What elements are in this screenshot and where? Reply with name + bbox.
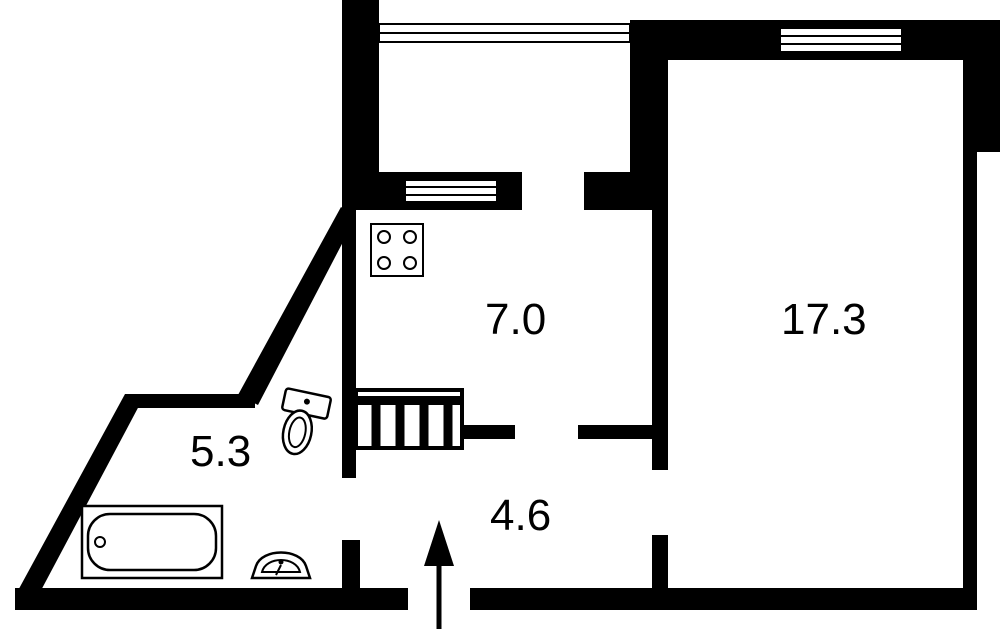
kitchen-bottom-wall-left xyxy=(460,425,515,439)
kitchen-living-partition xyxy=(652,172,668,470)
wardrobe-shelves xyxy=(354,388,464,450)
living-room-right-wall-upper xyxy=(963,20,1000,152)
room-area-living-room: 17.3 xyxy=(781,295,867,344)
sink-icon xyxy=(250,551,312,580)
stove-icon xyxy=(370,223,424,277)
bottom-wall-left xyxy=(15,588,408,610)
kitchen-left-wall xyxy=(342,200,356,478)
bathroom-diagonal-wall-upper xyxy=(238,207,356,405)
living-room-window xyxy=(779,27,903,53)
room-area-hallway: 4.6 xyxy=(490,491,551,540)
windows xyxy=(378,23,903,203)
bottom-wall-right xyxy=(470,588,977,610)
entrance-arrow-icon xyxy=(424,520,454,629)
bathroom-step-wall xyxy=(125,394,255,408)
living-room-right-wall xyxy=(963,145,977,610)
kitchen-bottom-wall-right xyxy=(578,425,658,439)
bathtub-icon xyxy=(80,504,224,580)
bathroom-diagonal-wall-lower xyxy=(15,394,140,596)
toilet-icon xyxy=(281,387,332,456)
walls xyxy=(15,0,1000,610)
room-area-kitchen: 7.0 xyxy=(485,295,546,344)
room-area-bathroom: 5.3 xyxy=(190,427,251,476)
kitchen-window xyxy=(404,179,498,203)
